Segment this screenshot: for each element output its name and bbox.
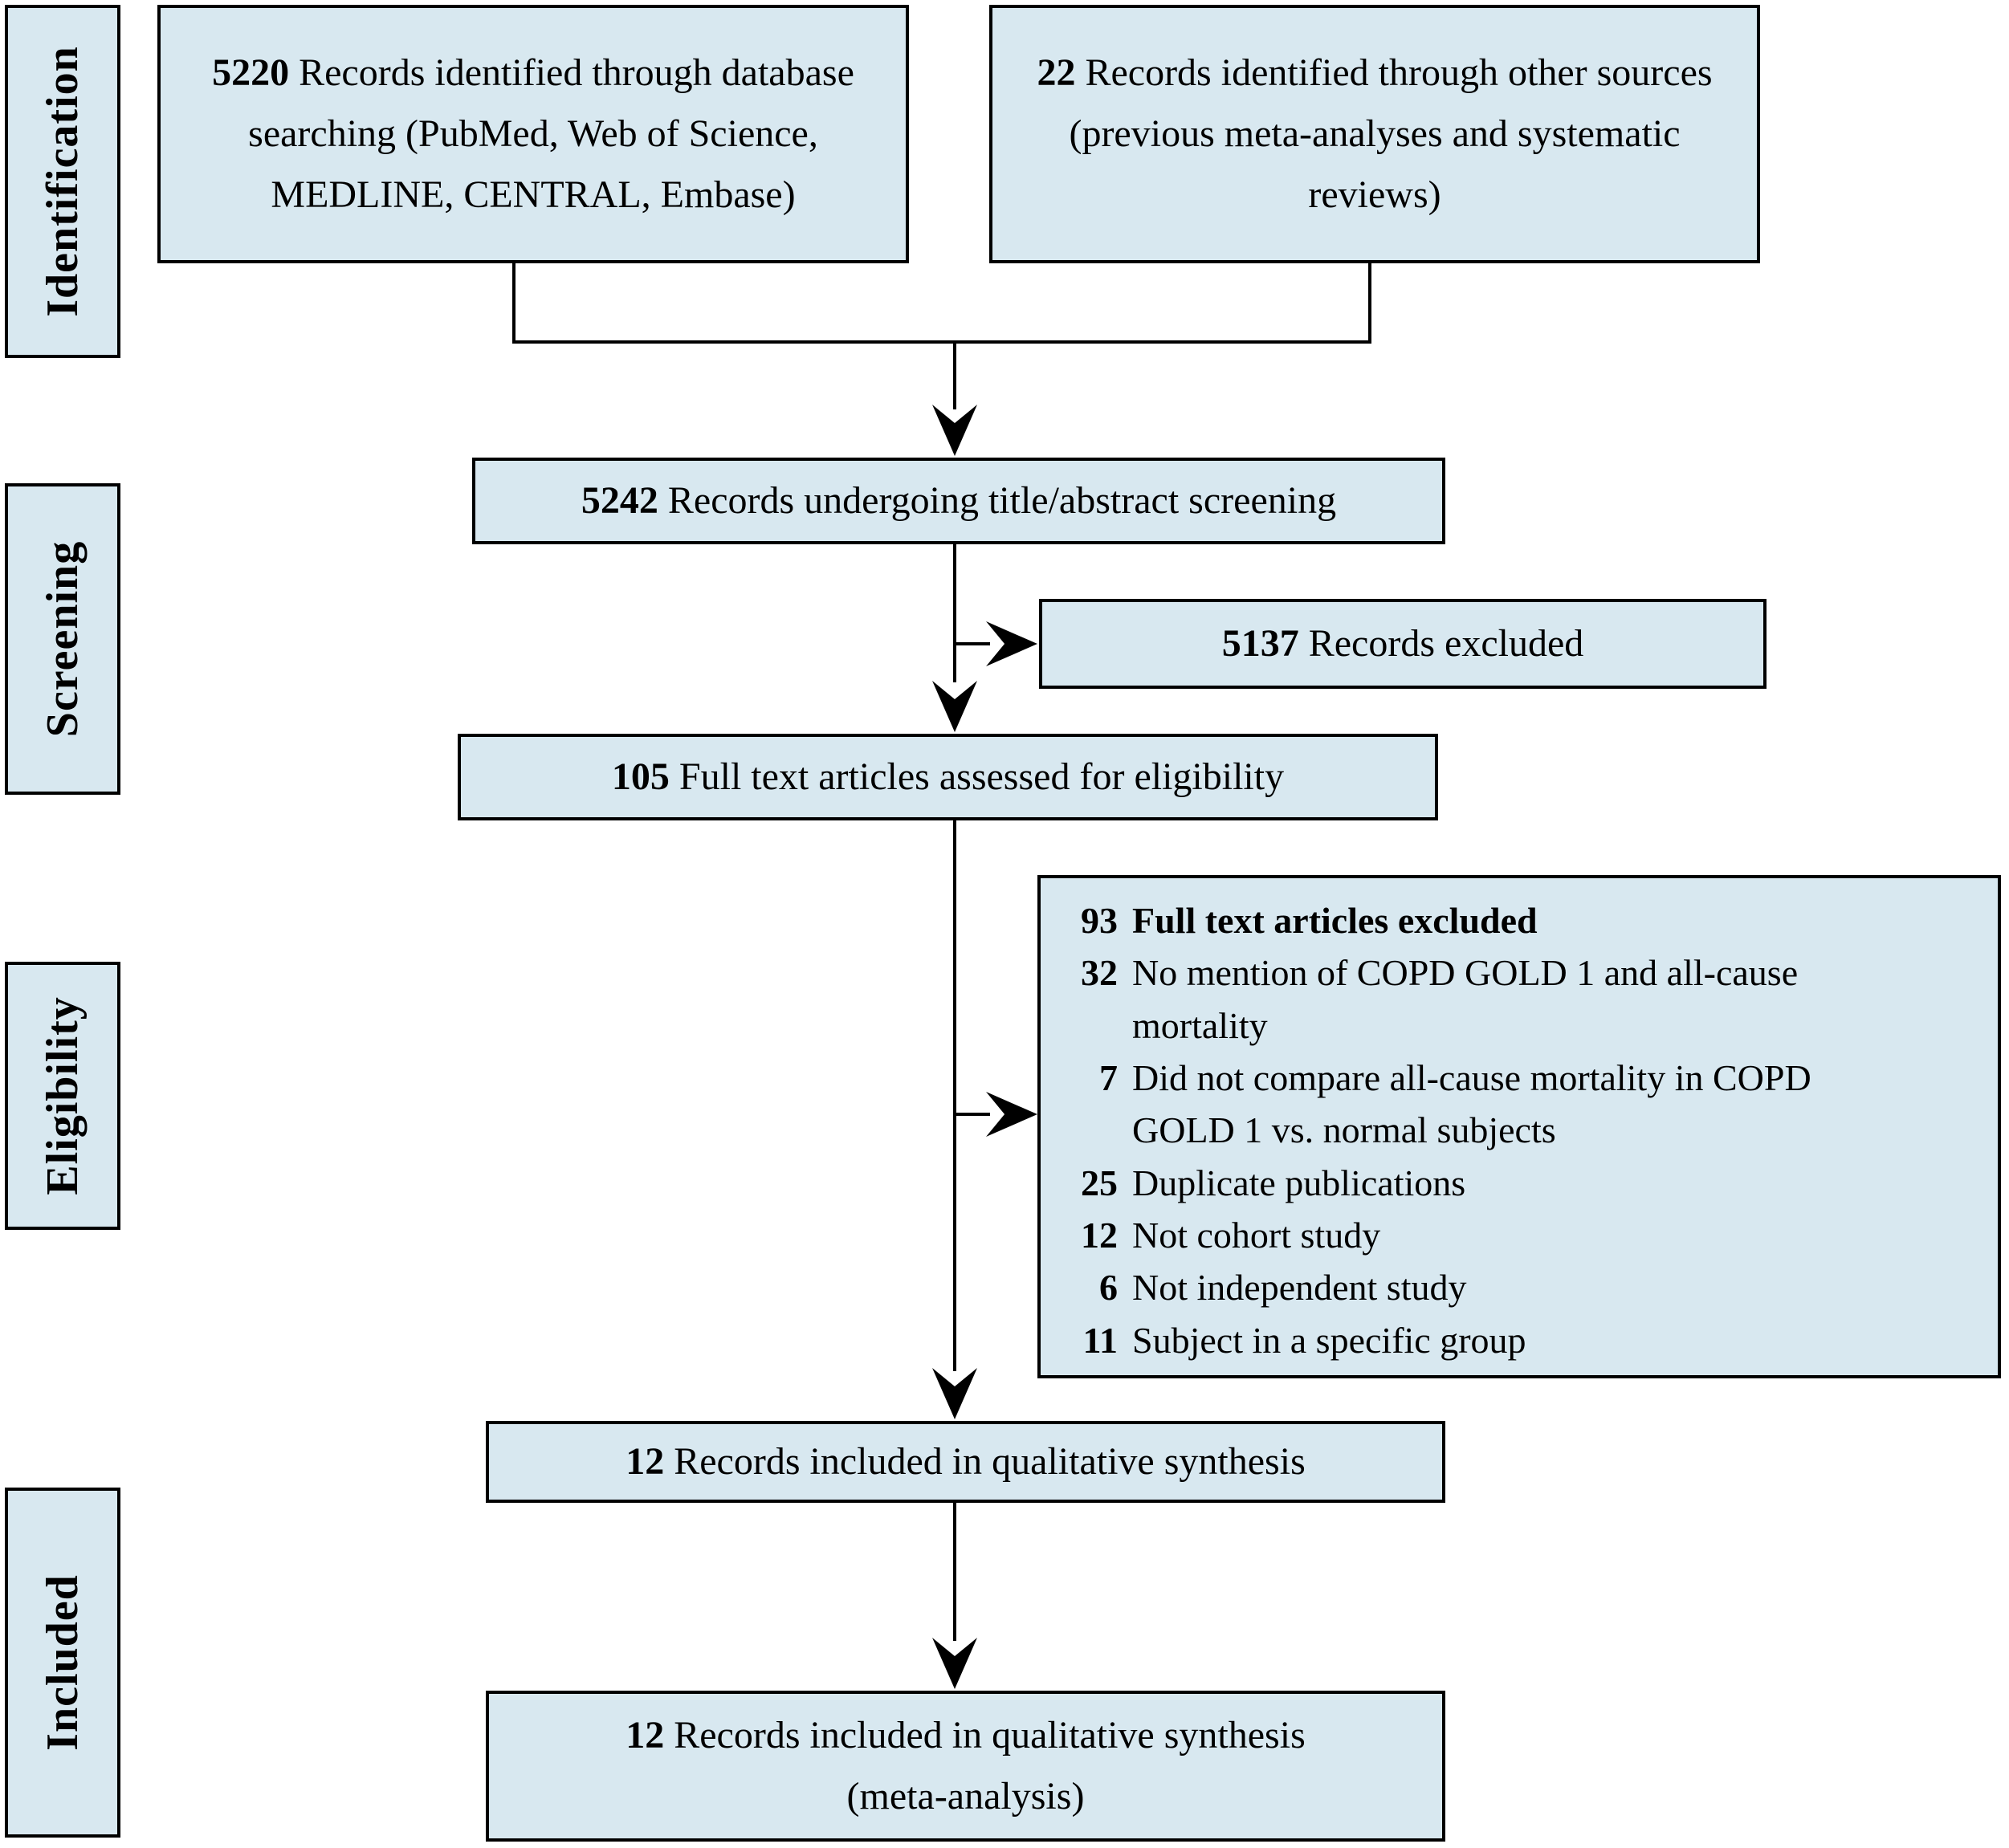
- box-meta-analysis: 12 Records included in qualitative synth…: [486, 1691, 1445, 1842]
- box-records-database: 5220 Records identified through database…: [157, 5, 909, 263]
- excluded-reason-row: 11 Subject in a specific group: [1081, 1314, 1974, 1366]
- stage-screening: Screening: [5, 483, 120, 795]
- reason-text: Not cohort study: [1132, 1214, 1381, 1256]
- reason-text: Did not compare all-cause mortality in C…: [1132, 1056, 1811, 1151]
- reason-count: 6: [1099, 1267, 1118, 1309]
- box-records-other-sources-text: 22 Records identified through other sour…: [1037, 51, 1713, 216]
- connector-merge-bar: [512, 340, 1371, 344]
- box-records-excluded: 5137 Records excluded: [1039, 599, 1767, 689]
- excluded-reason-row: 7 Did not compare all-cause mortality in…: [1081, 1052, 1974, 1157]
- excluded-header-count: 93: [1081, 900, 1118, 941]
- excluded-reason-row: 32 No mention of COPD GOLD 1 and all-cau…: [1081, 946, 1974, 1052]
- reason-count: 12: [1081, 1214, 1118, 1256]
- stage-identification: Identification: [5, 5, 120, 358]
- box-meta-analysis-subtext: (meta-analysis): [846, 1775, 1085, 1817]
- arrow-right-icon: [986, 621, 1037, 666]
- reason-count: 32: [1081, 952, 1118, 994]
- connector-spine-2: [953, 544, 956, 682]
- connector-spine-4: [953, 1503, 956, 1641]
- stage-included: Included: [5, 1488, 120, 1838]
- box-records-excluded-text: 5137 Records excluded: [1221, 622, 1584, 666]
- box-qualitative-synthesis-text: 12 Records included in qualitative synth…: [626, 1440, 1306, 1484]
- reason-count: 7: [1099, 1056, 1118, 1098]
- arrow-down-icon: [932, 405, 977, 456]
- box-records-database-text: 5220 Records identified through database…: [212, 51, 854, 216]
- stage-eligibility: Eligibility: [5, 962, 120, 1230]
- box-meta-analysis-text: 12 Records included in qualitative synth…: [626, 1714, 1306, 1817]
- reason-text: Subject in a specific group: [1132, 1319, 1526, 1361]
- excluded-header-text: Full text articles excluded: [1132, 900, 1538, 941]
- arrow-right-icon: [986, 1092, 1037, 1137]
- reason-text: No mention of COPD GOLD 1 and all-cause …: [1132, 952, 1799, 1046]
- connector-branch-2: [955, 1113, 990, 1116]
- stage-eligibility-label: Eligibility: [38, 996, 88, 1195]
- excluded-reason-row: 12 Not cohort study: [1081, 1209, 1974, 1261]
- stage-identification-label: Identification: [38, 46, 88, 317]
- connector-spine-3: [953, 820, 956, 1371]
- box-records-other-sources: 22 Records identified through other sour…: [989, 5, 1760, 263]
- stage-screening-label: Screening: [38, 540, 88, 738]
- connector-branch-1: [955, 642, 990, 645]
- connector-right-drop: [1368, 263, 1371, 344]
- box-title-abstract-screening-text: 5242 Records undergoing title/abstract s…: [581, 479, 1337, 523]
- box-qualitative-synthesis: 12 Records included in qualitative synth…: [486, 1421, 1445, 1503]
- reason-count: 11: [1082, 1319, 1118, 1361]
- box-full-text-assessed: 105 Full text articles assessed for elig…: [458, 734, 1438, 820]
- excluded-header-row: 93 Full text articles excluded: [1081, 894, 1974, 946]
- excluded-reason-row: 6 Not independent study: [1081, 1261, 1974, 1313]
- box-full-text-assessed-text: 105 Full text articles assessed for elig…: [611, 755, 1285, 799]
- reason-text: Not independent study: [1132, 1267, 1467, 1309]
- box-full-text-excluded: 93 Full text articles excluded 32 No men…: [1037, 875, 2001, 1378]
- excluded-reason-row: 25 Duplicate publications: [1081, 1157, 1974, 1209]
- box-title-abstract-screening: 5242 Records undergoing title/abstract s…: [472, 458, 1445, 544]
- reason-text: Duplicate publications: [1132, 1162, 1466, 1203]
- connector-left-drop: [512, 263, 515, 344]
- arrow-down-icon: [932, 681, 977, 732]
- arrow-down-icon: [932, 1368, 977, 1419]
- stage-included-label: Included: [38, 1574, 88, 1751]
- connector-spine-1: [953, 340, 956, 409]
- arrow-down-icon: [932, 1638, 977, 1689]
- reason-count: 25: [1081, 1162, 1118, 1203]
